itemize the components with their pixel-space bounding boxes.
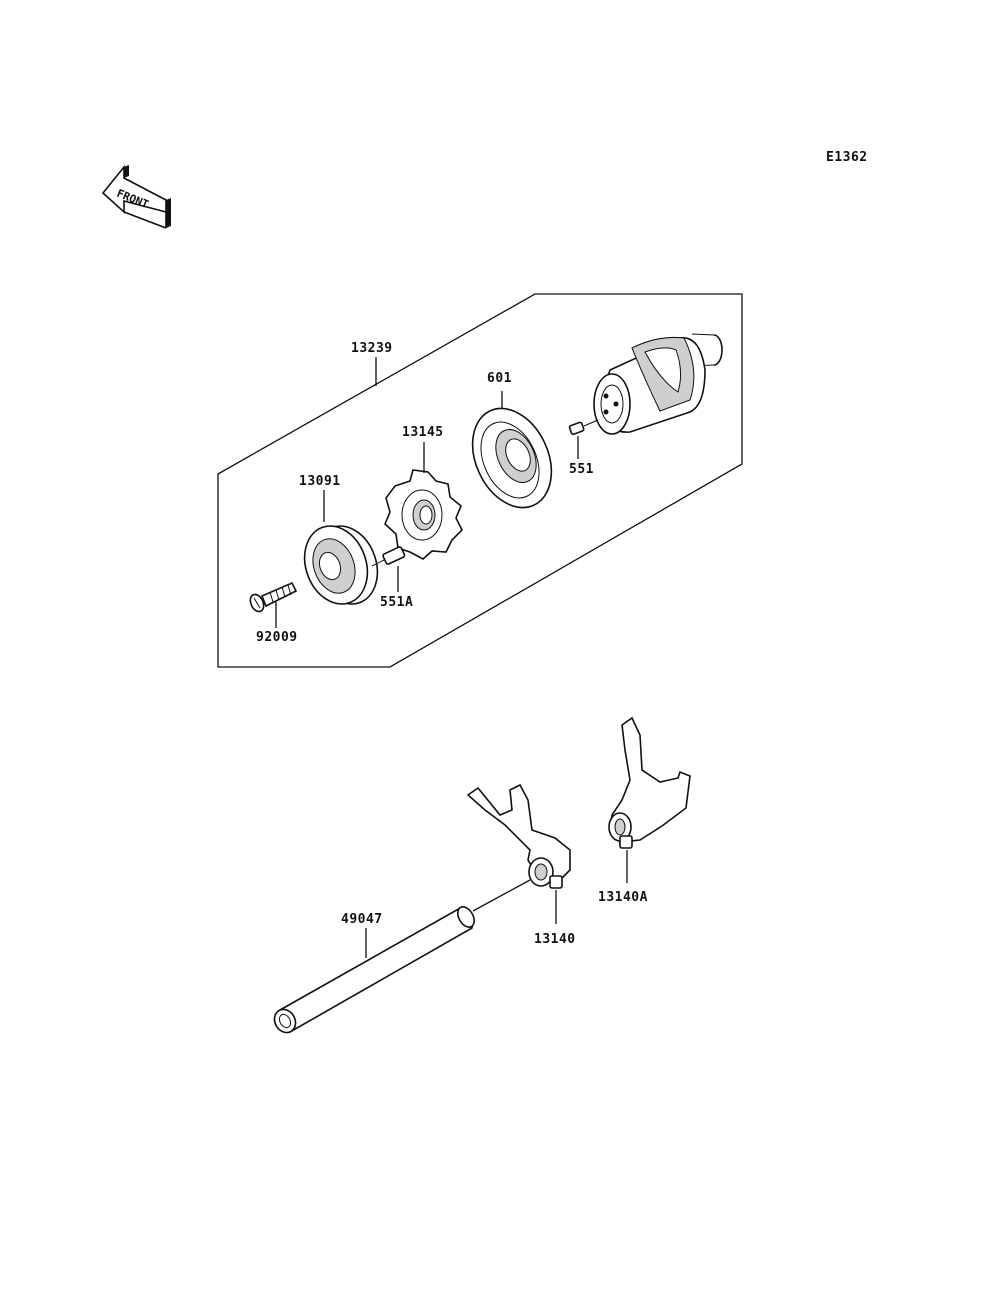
pin-holder <box>371 546 406 592</box>
label-gear-plate: 13145 <box>402 425 444 440</box>
front-arrow-icon: FRONT <box>101 164 171 229</box>
label-pin-drum: 551 <box>569 462 594 477</box>
label-bearing: 601 <box>487 371 512 386</box>
screw <box>249 581 298 628</box>
label-shaft: 49047 <box>341 912 383 927</box>
bearing <box>471 391 553 509</box>
label-holder: 13091 <box>299 474 341 489</box>
diagram-code: E1362 <box>826 150 868 165</box>
label-screw: 92009 <box>256 630 298 645</box>
assembly-frame <box>217 293 743 668</box>
shaft <box>273 879 531 1034</box>
gear-plate <box>384 442 463 560</box>
label-fork-right: 13140A <box>598 890 648 905</box>
label-fork-left: 13140 <box>534 932 576 947</box>
pin-drum <box>568 419 599 459</box>
fork-left <box>466 783 571 924</box>
fork-right <box>608 716 691 883</box>
label-assembly: 13239 <box>351 341 393 356</box>
label-pin-holder: 551A <box>380 595 413 610</box>
shift-drum <box>593 333 723 435</box>
holder <box>303 490 379 605</box>
